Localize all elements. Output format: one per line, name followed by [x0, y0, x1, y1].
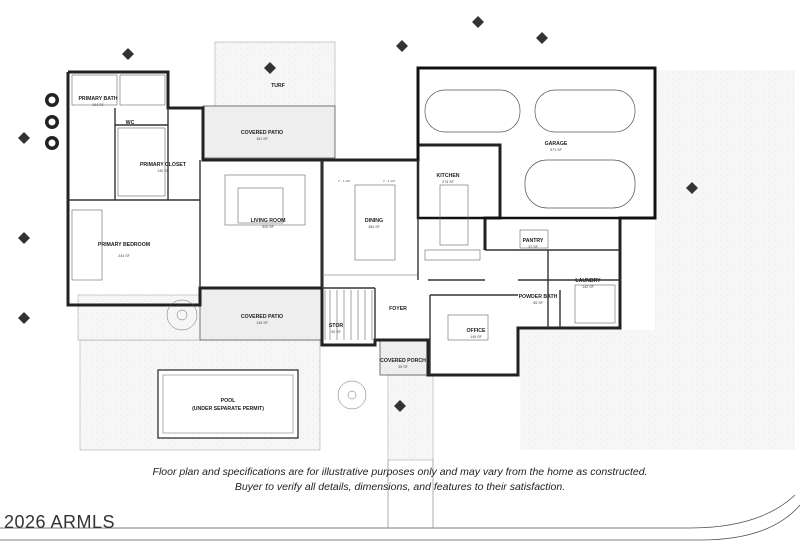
label-office: OFFICE [466, 328, 486, 334]
street-curb-line [0, 494, 796, 529]
label-wc: WC [126, 120, 135, 126]
site-ground-walk [387, 374, 434, 461]
area-dining: 384 SF [368, 225, 380, 229]
site-ground-right-bottom [520, 330, 795, 450]
interior-walls [68, 108, 620, 375]
area-primary-bath: 194 SF [92, 103, 104, 107]
site-ground-left [77, 294, 204, 341]
label-pool: POOL [221, 398, 237, 404]
label-powder-bath: POWDER BATH [519, 294, 558, 300]
covered-patio-bottom-floor [199, 287, 323, 341]
label-covered-porch: COVERED PORCH [380, 358, 426, 364]
covered-porch-floor [379, 339, 429, 376]
area-laundry: 142 SF [582, 285, 594, 289]
dimension-2: 7' - 1 1/4" [383, 179, 396, 183]
label-garage: GARAGE [545, 141, 568, 147]
label-covered-patio-top: COVERED PATIO [241, 130, 283, 136]
area-covered-porch: 35 SF [398, 365, 408, 369]
label-kitchen: KITCHEN [436, 173, 459, 179]
area-powder-bath: 55 SF [533, 301, 543, 305]
site-ground-top [214, 41, 336, 108]
area-garage: 971 SF [550, 148, 562, 152]
label-covered-patio-bottom: COVERED PATIO [241, 314, 283, 320]
area-pantry: 37 SF [528, 245, 538, 249]
area-kitchen: 274 SF [442, 180, 454, 184]
label-dining: DINING [365, 218, 383, 224]
garage-car-outlines [424, 89, 636, 209]
spiral-stairs [166, 299, 367, 410]
room-labels: PRIMARY BATH 194 SF WC PRIMARY CLOSET 13… [78, 83, 601, 412]
watermark-text: 2026 ARMLS [4, 512, 116, 532]
area-covered-patio-bottom: 134 SF [256, 321, 268, 325]
dimension-1: 7' - 1 1/4" [338, 179, 351, 183]
disclaimer-line-1: Floor plan and specifications are for il… [152, 466, 648, 478]
label-foyer: FOYER [389, 306, 407, 312]
area-office: 149 SF [470, 335, 482, 339]
garage-walls [416, 66, 657, 220]
label-pool-note: (UNDER SEPARATE PERMIT) [192, 406, 264, 412]
area-covered-patio-top: 161 SF [256, 137, 268, 141]
label-stor: STOR [329, 323, 344, 329]
label-primary-bath: PRIMARY BATH [78, 96, 117, 102]
area-primary-bedroom: 244 SF [118, 254, 130, 258]
section-markers [18, 16, 698, 412]
label-living-room: LIVING ROOM [251, 218, 286, 224]
pool-inner [162, 374, 294, 434]
label-pantry: PANTRY [523, 238, 544, 244]
label-primary-bedroom: PRIMARY BEDROOM [98, 242, 150, 248]
disclaimer-line-2: Buyer to verify all details, dimensions,… [234, 481, 566, 493]
area-stor: 50 SF [331, 330, 341, 334]
label-primary-closet: PRIMARY CLOSET [140, 162, 187, 168]
label-laundry: LAUNDRY [575, 278, 601, 284]
street-edge-line [0, 504, 800, 541]
area-living-room: 520 SF [262, 225, 274, 229]
area-primary-closet: 130 SF [157, 169, 169, 173]
site-ground-right [655, 70, 795, 330]
detail-lines [71, 74, 616, 341]
label-turf: TURF [271, 83, 285, 89]
pool-outline [157, 369, 299, 439]
